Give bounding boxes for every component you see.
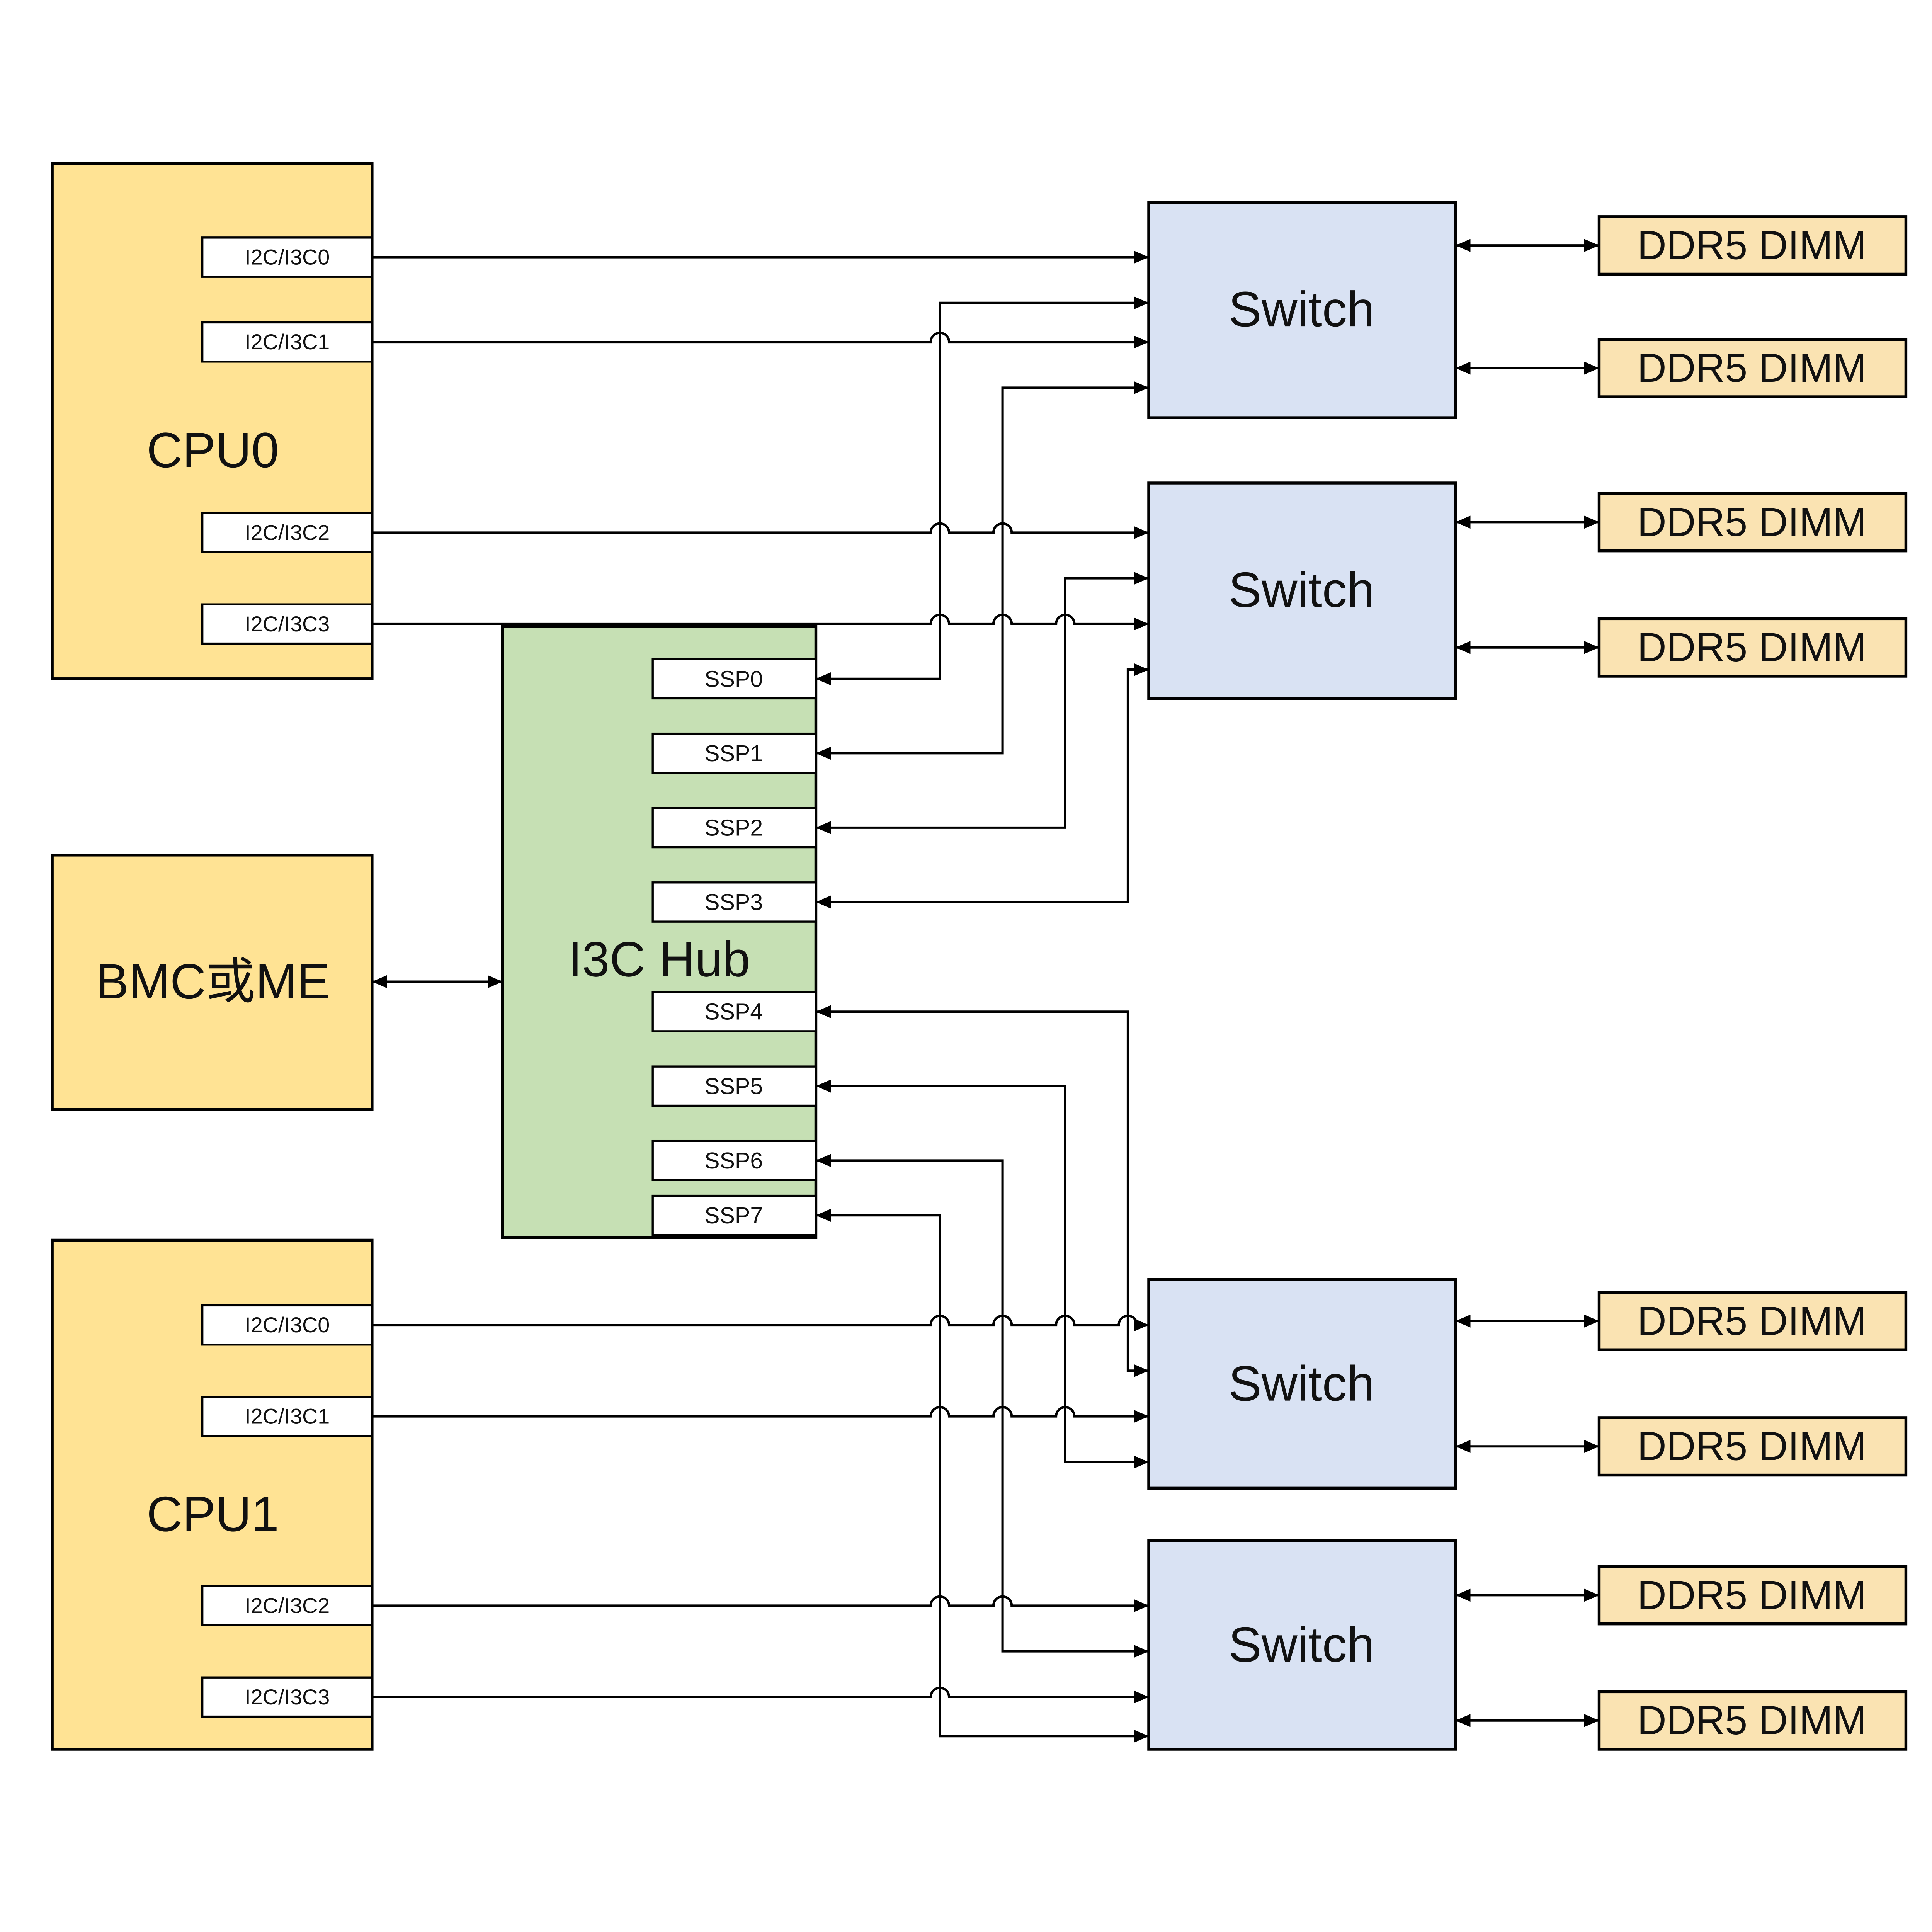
dimm-5: DDR5 DIMM [1597,1291,1908,1351]
hub-port-ssp5 [651,1065,817,1107]
cpu0-port-i2c-i3c0-label: I2C/I3C0 [245,245,330,269]
hub-port-ssp7 [651,1194,817,1236]
i3c-hub-box [501,625,818,1239]
dimm-8: DDR5 DIMM [1597,1690,1908,1751]
dimm-4-box [1597,617,1908,678]
dimm-4: DDR5 DIMM [1597,617,1908,678]
wire-ssp2-switch2 [816,571,1149,834]
wire-cpu1-i2c1-switch3 [372,1406,1149,1423]
dimm-7: DDR5 DIMM [1597,1565,1908,1626]
switch-1: Switch [1147,201,1457,419]
cpu0-port-i2c-i3c2 [201,512,373,553]
dimm-5-label: DDR5 DIMM [1637,1298,1866,1344]
switch-4-box [1147,1539,1457,1751]
topology-diagram: CPU0 I2C/I3C0 I2C/I3C1 I2C/I3C2 I2C/I3C3… [51,162,1908,1751]
cpu0-port-i2c-i3c1-label: I2C/I3C1 [245,330,330,354]
switch-4: Switch [1147,1539,1457,1751]
hub-port-ssp2 [651,807,817,849]
wire-ssp1-switch1 [816,381,1149,760]
wire-ssp4-switch3 [816,1005,1149,1378]
dimm-6-box [1597,1416,1908,1477]
switch-3-label: Switch [1228,1356,1374,1412]
wire-cpu0-i2c1-switch1 [372,332,1149,349]
dimm-1-label: DDR5 DIMM [1637,223,1866,268]
wire-ssp3-switch2 [816,663,1149,909]
wire-ssp7-switch4 [816,1209,1149,1743]
dimm-3: DDR5 DIMM [1597,492,1908,553]
dimm-3-box [1597,492,1908,553]
dimm-6: DDR5 DIMM [1597,1416,1908,1477]
cpu1-port-i2c-i3c2-label: I2C/I3C2 [245,1594,330,1617]
cpu0-port-i2c-i3c0 [201,236,373,278]
wire-cpu0-i2c3-switch2 [372,614,1149,631]
switch-2-box [1147,481,1457,700]
cpu1-port-i2c-i3c3 [201,1676,373,1718]
cpu0-port-i2c-i3c3-label: I2C/I3C3 [245,612,330,636]
hub-port-ssp5-label: SSP5 [704,1073,763,1099]
switch-1-label: Switch [1228,282,1374,337]
hub-port-ssp1 [651,732,817,774]
dimm-8-label: DDR5 DIMM [1637,1698,1866,1743]
cpu1-port-i2c-i3c2 [201,1585,373,1626]
hub-port-ssp0 [651,658,817,700]
bmc-label: BMC或ME [96,954,330,1009]
cpu1-block: CPU1 I2C/I3C0 I2C/I3C1 I2C/I3C2 I2C/I3C3 [51,1238,374,1751]
cpu1-label: CPU1 [146,1486,279,1542]
cpu0-port-i2c-i3c1 [201,321,373,363]
wire-cpu0-i2c2-switch2 [372,522,1149,539]
wire-ssp5-switch3 [816,1079,1149,1469]
wire-ssp6-switch4 [816,1154,1149,1658]
cpu1-port-i2c-i3c1 [201,1396,373,1437]
cpu0-label: CPU0 [146,423,279,478]
hub-port-ssp0-label: SSP0 [704,666,763,692]
cpu1-port-i2c-i3c0 [201,1304,373,1346]
dimm-7-label: DDR5 DIMM [1637,1573,1866,1618]
dimm-2-label: DDR5 DIMM [1637,345,1866,391]
wire-cpu1-i2c3-switch4 [372,1687,1149,1704]
hub-port-ssp6 [651,1139,817,1181]
dimm-6-label: DDR5 DIMM [1637,1424,1866,1469]
dimm-5-box [1597,1291,1908,1351]
switch-3: Switch [1147,1278,1457,1490]
dimm-8-box [1597,1690,1908,1751]
bmc-box [51,854,374,1111]
cpu1-port-i2c-i3c3-label: I2C/I3C3 [245,1685,330,1709]
switch-2-label: Switch [1228,563,1374,618]
dimm-1-box [1597,215,1908,276]
i3c-hub-label: I3C Hub [568,932,750,987]
dimm-1: DDR5 DIMM [1597,215,1908,276]
wires [372,239,1599,1743]
cpu0-block: CPU0 I2C/I3C0 I2C/I3C1 I2C/I3C2 I2C/I3C3 [51,162,374,680]
wire-ssp0-switch1 [816,296,1149,685]
dimm-7-box [1597,1565,1908,1626]
hub-port-ssp2-label: SSP2 [704,815,763,840]
wire-cpu1-i2c2-switch4 [372,1595,1149,1612]
cpu1-port-i2c-i3c0-label: I2C/I3C0 [245,1313,330,1337]
i3c-hub-block: I3C Hub SSP0 SSP1 SSP2 SSP3 SSP4 SSP5 SS… [501,625,818,1239]
cpu0-port-i2c-i3c3 [201,603,373,645]
switch-1-box [1147,201,1457,419]
dimm-4-label: DDR5 DIMM [1637,625,1866,670]
bmc-block: BMC或ME [51,854,374,1111]
hub-port-ssp4 [651,991,817,1032]
wire-cpu1-i2c0-switch3 [372,1315,1149,1332]
hub-port-ssp6-label: SSP6 [704,1148,763,1173]
hub-port-ssp4-label: SSP4 [704,999,763,1025]
hub-port-ssp3-label: SSP3 [704,889,763,915]
hub-port-ssp3 [651,881,817,923]
dimm-3-label: DDR5 DIMM [1637,500,1866,545]
dimm-2-box [1597,338,1908,398]
cpu1-port-i2c-i3c1-label: I2C/I3C1 [245,1405,330,1429]
dimm-2: DDR5 DIMM [1597,338,1908,398]
switch-3-box [1147,1278,1457,1490]
switch-2: Switch [1147,481,1457,700]
hub-port-ssp1-label: SSP1 [704,740,763,766]
switch-4-label: Switch [1228,1617,1374,1672]
hub-port-ssp7-label: SSP7 [704,1202,763,1228]
cpu0-port-i2c-i3c2-label: I2C/I3C2 [245,520,330,544]
